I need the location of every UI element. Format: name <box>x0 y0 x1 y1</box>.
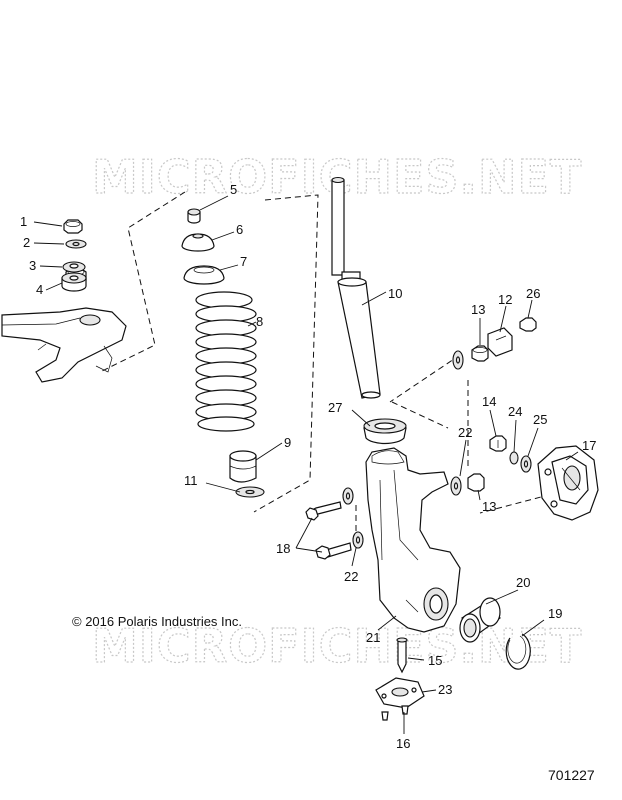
callout-numbers: 1 2 3 4 5 6 7 8 9 10 11 12 13 13 14 15 1… <box>20 182 596 751</box>
callout-22-right: 22 <box>458 425 472 440</box>
callout-19: 19 <box>548 606 562 621</box>
part-22-washer-left-lower <box>352 531 364 549</box>
part-22-washer-upper <box>452 350 464 370</box>
part-13-nut-lower <box>467 473 485 492</box>
callout-12: 12 <box>498 292 512 307</box>
part-7-isolator <box>183 265 225 285</box>
part-18-bolt-upper <box>305 501 342 521</box>
callout-18: 18 <box>276 541 290 556</box>
callout-10: 10 <box>388 286 402 301</box>
callout-17: 17 <box>582 438 596 453</box>
part-20-bearing <box>459 597 501 643</box>
callout-5: 5 <box>230 182 237 197</box>
part-1-nut-top <box>63 219 83 234</box>
callout-14: 14 <box>482 394 496 409</box>
part-4-bushing <box>61 272 87 292</box>
part-19-snap-ring <box>505 633 531 670</box>
callout-22-left: 22 <box>344 569 358 584</box>
callout-3: 3 <box>29 258 36 273</box>
part-21-knuckle <box>365 447 461 633</box>
part-11-washer <box>235 486 265 498</box>
document-number: 701227 <box>548 767 595 783</box>
callout-13-lower: 13 <box>482 499 496 514</box>
part-2-washer <box>65 239 87 249</box>
part-23-ball-joint-plate <box>375 677 425 709</box>
part-8-coil-spring <box>195 291 257 432</box>
part-22-washer-mid <box>450 476 462 496</box>
part-15-ball-joint <box>396 637 408 674</box>
assembly-guide-lines <box>99 191 561 540</box>
part-14-bolt <box>489 435 507 452</box>
part-12-clip <box>487 327 513 357</box>
part-6-spring-seat <box>181 233 215 252</box>
callout-20: 20 <box>516 575 530 590</box>
callout-2: 2 <box>23 235 30 250</box>
leader-lines <box>33 195 579 734</box>
callout-6: 6 <box>236 222 243 237</box>
part-3-washer <box>62 261 86 273</box>
part-5-nut <box>187 208 201 224</box>
callout-7: 7 <box>240 254 247 269</box>
part-10-shock-absorber <box>331 176 381 399</box>
watermark-bottom: MICROFICHES.NET <box>92 619 582 673</box>
part-24-washer <box>509 451 519 465</box>
part-25-washer <box>520 455 532 473</box>
part-26-nut <box>519 317 537 332</box>
copyright-notice: © 2016 Polaris Industries Inc. <box>72 614 242 629</box>
callout-15: 15 <box>428 653 442 668</box>
callout-4: 4 <box>36 282 43 297</box>
callout-1: 1 <box>20 214 27 229</box>
part-9-bump-stop <box>229 450 257 483</box>
callout-25: 25 <box>533 412 547 427</box>
part-16-screws <box>381 705 409 721</box>
part-17-brake-caliper <box>537 445 599 521</box>
callout-8: 8 <box>256 314 263 329</box>
callout-26: 26 <box>526 286 540 301</box>
callout-13-upper: 13 <box>471 302 485 317</box>
frame-mount <box>1 307 127 383</box>
part-18-bolt-lower <box>315 542 352 560</box>
callout-16: 16 <box>396 736 410 751</box>
part-22-washer-left-upper <box>342 487 354 505</box>
callout-23: 23 <box>438 682 452 697</box>
part-27-strut-mount <box>363 418 407 445</box>
callout-21: 21 <box>366 630 380 645</box>
part-13-nut-upper <box>471 345 489 362</box>
callout-11: 11 <box>184 473 198 488</box>
callout-27: 27 <box>328 400 342 415</box>
callout-9: 9 <box>284 435 291 450</box>
callout-24: 24 <box>508 404 522 419</box>
